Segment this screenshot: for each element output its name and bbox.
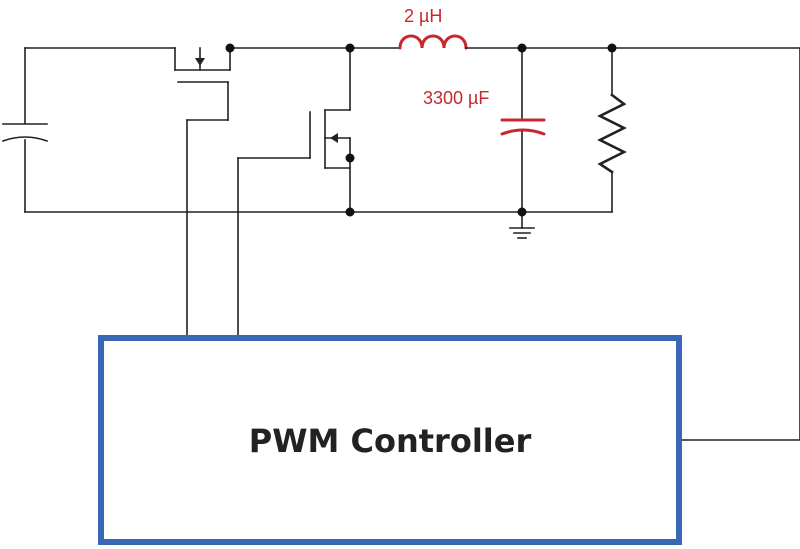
pwm-controller-block: PWM Controller xyxy=(98,335,682,545)
inductor-label: 2 µH xyxy=(404,6,442,26)
feedback-wire xyxy=(681,47,800,441)
junction-dots xyxy=(225,43,617,217)
high-side-mosfet-icon xyxy=(174,47,231,121)
pwm-controller-label: PWM Controller xyxy=(249,422,532,460)
capacitor-icon xyxy=(500,47,546,213)
inductor-icon xyxy=(398,34,468,50)
resistor-icon xyxy=(597,47,627,213)
low-side-mosfet-icon xyxy=(237,47,351,213)
input-capacitor-icon xyxy=(1,47,49,213)
capacitor-label: 3300 µF xyxy=(423,88,489,108)
